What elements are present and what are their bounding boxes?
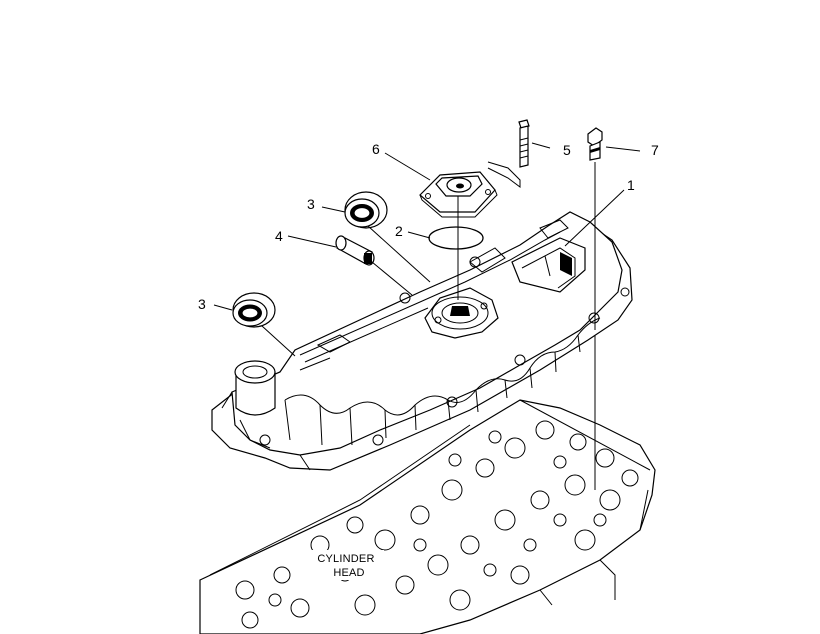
valve-cover bbox=[211, 211, 633, 471]
callout-7: 7 bbox=[651, 142, 659, 158]
callout-5: 5 bbox=[563, 142, 571, 158]
cylinder-head-label-line1: CYLINDER bbox=[317, 553, 374, 565]
gasket-ring bbox=[428, 226, 484, 250]
seal-upper bbox=[344, 191, 388, 229]
seal-lower bbox=[232, 292, 276, 328]
cap-bolt bbox=[518, 119, 530, 168]
oil-filler-cap bbox=[419, 171, 498, 218]
callout-2: 2 bbox=[395, 223, 403, 239]
assembly-center-lines bbox=[261, 161, 596, 490]
callout-4: 4 bbox=[275, 228, 283, 244]
cylinder-head: CYLINDER HEAD bbox=[199, 399, 656, 634]
breather-fitting bbox=[587, 127, 603, 161]
sleeve-grommet bbox=[335, 235, 375, 266]
cylinder-head-label-line2: HEAD bbox=[333, 567, 364, 579]
callout-3-upper: 3 bbox=[307, 196, 315, 212]
callout-1: 1 bbox=[627, 177, 635, 193]
callout-6: 6 bbox=[372, 141, 380, 157]
callout-3-lower: 3 bbox=[198, 296, 206, 312]
center-cap-boss bbox=[424, 287, 499, 339]
